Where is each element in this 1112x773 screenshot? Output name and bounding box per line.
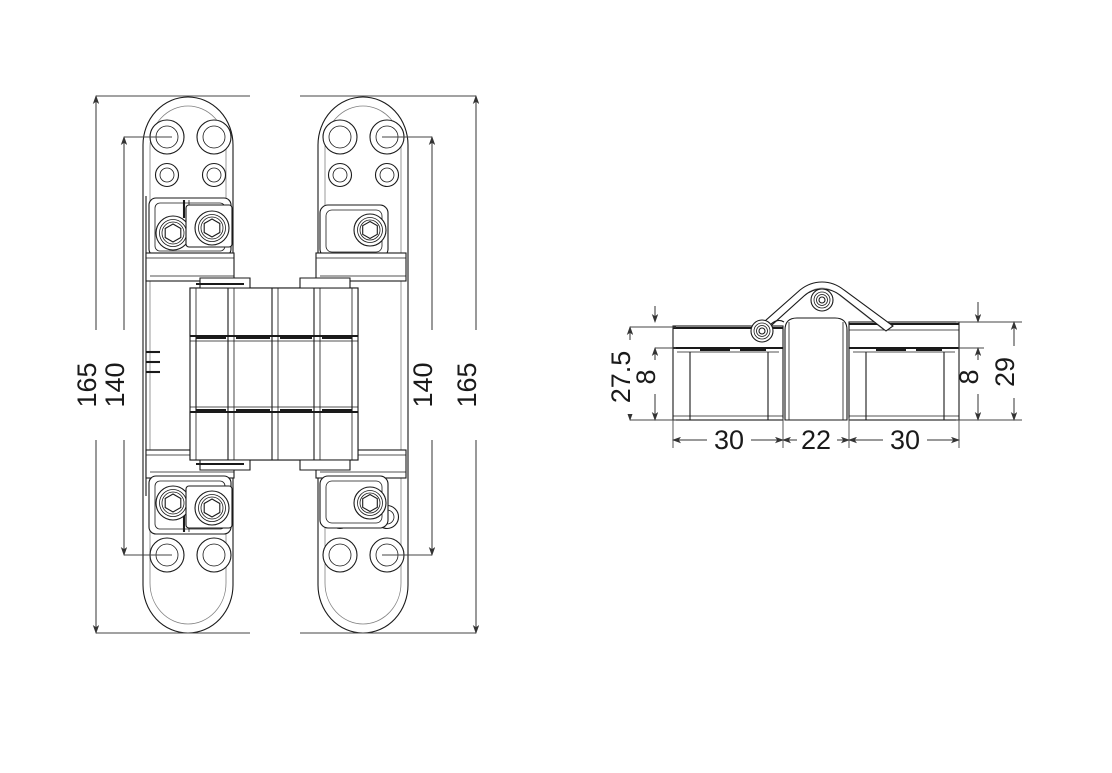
dim-side-width-center-body: 22 (801, 425, 831, 455)
side-view-group (672, 281, 960, 421)
dim-front-overall-right: 165 (452, 362, 482, 407)
hex-screw-upper-left-1 (155, 215, 191, 251)
left-leaf-holes-top (149, 119, 232, 188)
dim-side-width-right-leaf: 30 (890, 425, 920, 455)
side-pivot-arm (750, 281, 894, 343)
dim-side-width-left-leaf: 30 (714, 425, 744, 455)
side-center-body (784, 317, 848, 421)
hex-screw-lower-left-1 (155, 485, 191, 521)
hex-screw-lower-right (353, 486, 387, 520)
dim-side-height-total-left: 27.5 (606, 351, 636, 404)
dim-front-overall-left: 165 (72, 362, 102, 407)
hex-screw-upper-right (353, 213, 387, 247)
dim-side-height-plate-right: 8 (954, 369, 984, 384)
dim-front-hole-center-right: 140 (408, 362, 438, 407)
dim-front-hole-center-left: 140 (100, 362, 130, 407)
hex-screw-lower-left-2 (194, 490, 230, 526)
front-central-hinge-body (189, 277, 359, 471)
side-right-leaf (848, 321, 960, 421)
front-upper-fixing-assembly (145, 197, 407, 282)
front-view-group (142, 96, 409, 634)
dim-side-height-total-right: 29 (990, 357, 1020, 387)
left-leaf-edge-ticks (146, 350, 160, 374)
front-view-dimensions: 165 140 140 165 (72, 95, 492, 634)
dim-side-height-plate-left: 8 (631, 369, 661, 384)
side-view-dimensions: 27.5 8 8 29 (606, 302, 1031, 456)
